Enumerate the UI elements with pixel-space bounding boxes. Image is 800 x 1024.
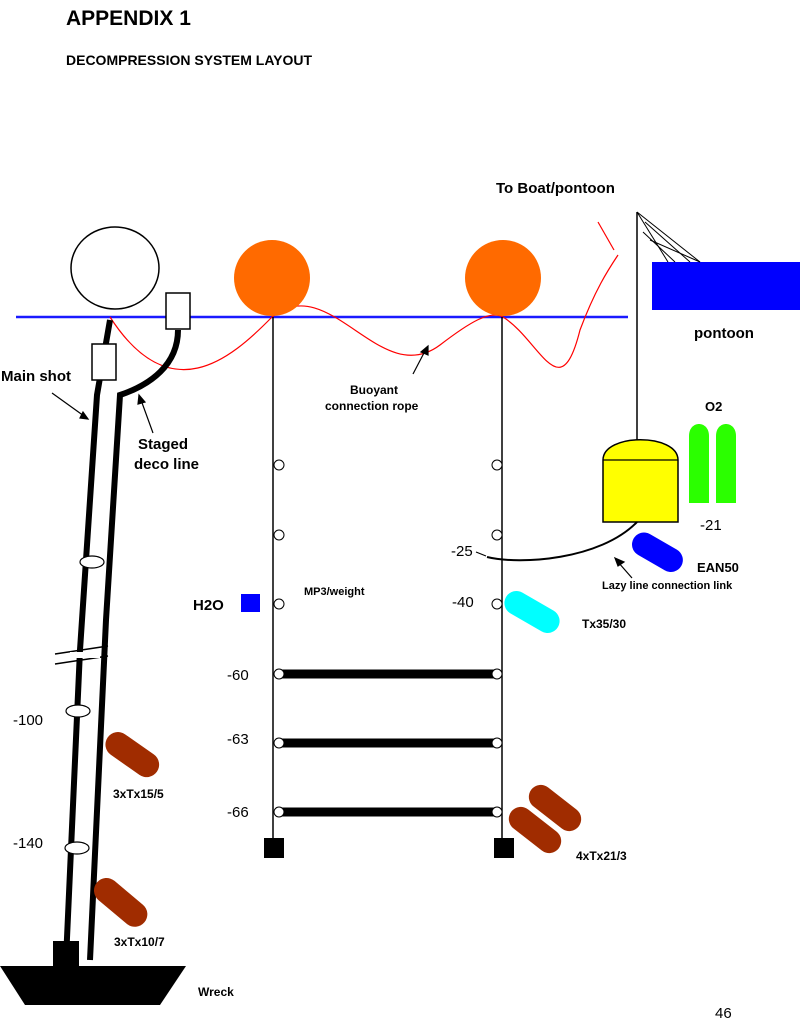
staged-line-float	[165, 292, 191, 330]
shot-weight	[53, 941, 79, 969]
main-shot-buoy	[70, 226, 160, 310]
buoyant-rope-arrow	[412, 344, 429, 375]
station-clip-rings	[273, 459, 503, 818]
deco-station	[602, 439, 679, 523]
wreck	[0, 966, 186, 1005]
buoyant-rope-label-2: connection rope	[325, 399, 419, 413]
staged-deco-label-1: Staged	[138, 436, 189, 453]
shot-ring-2	[65, 704, 91, 718]
mp3-label: MP3/weight	[304, 586, 365, 598]
tx21-cylinder-1	[508, 806, 562, 854]
tx10-label: 3xTx10/7	[114, 935, 165, 949]
deco-buoy-right	[465, 240, 541, 316]
wreck-label: Wreck	[198, 985, 234, 999]
depth-21-label: -21	[700, 517, 722, 534]
line-break-gap	[70, 652, 100, 658]
depth-66-label: -66	[227, 804, 249, 821]
to-boat-label: To Boat/pontoon	[496, 180, 615, 197]
o2-label: O2	[705, 399, 723, 414]
main-shot-label: Main shot	[1, 368, 71, 385]
tx21-cylinder-2	[528, 784, 582, 832]
shot-float-small	[91, 343, 117, 381]
deco-buoy-left	[234, 240, 310, 316]
o2-cylinder-2	[716, 424, 736, 503]
pontoon	[652, 262, 800, 310]
h2o-label: H2O	[193, 597, 224, 614]
tx21-label: 4xTx21/3	[576, 849, 627, 863]
page-title: APPENDIX 1	[66, 7, 191, 30]
page-number: 46	[715, 1005, 732, 1022]
ean50-label: EAN50	[697, 560, 739, 575]
page-subtitle: DECOMPRESSION SYSTEM LAYOUT	[66, 52, 313, 68]
depth-140-label: -140	[13, 835, 44, 852]
h2o-marker	[241, 594, 260, 612]
depth-60-label: -60	[227, 667, 249, 684]
pontoon-label: pontoon	[694, 325, 754, 342]
tx35-label: Tx35/30	[582, 617, 627, 631]
staged-deco-label-2: deco line	[134, 456, 200, 473]
rope-to-boat-arrow	[597, 221, 615, 251]
depth-63-label: -63	[227, 731, 249, 748]
o2-cylinder-1	[689, 424, 709, 503]
staged-line-arrow	[137, 393, 154, 434]
station-weight-left	[264, 838, 284, 858]
lazy-line-arrow	[613, 556, 633, 579]
tx10-cylinder	[94, 877, 148, 927]
tx15-label: 3xTx15/5	[113, 787, 164, 801]
buoyant-rope-label-1: Buoyant	[350, 383, 398, 397]
shot-ring-3	[64, 841, 90, 855]
station-weight-right	[494, 838, 514, 858]
lazy-line	[486, 521, 638, 562]
tx15-cylinder	[105, 732, 160, 778]
shot-ring-1	[79, 555, 105, 569]
pontoon-rigging	[636, 211, 701, 263]
main-shot-arrow	[51, 392, 90, 420]
buoyant-connection-rope	[109, 254, 619, 371]
depth-25-arrow	[475, 551, 487, 557]
depth-40-label: -40	[452, 594, 474, 611]
depth-25-label: -25	[451, 543, 473, 560]
staged-deco-line	[87, 329, 181, 961]
ean50-cylinder	[632, 532, 683, 572]
lazy-line-label: Lazy line connection link	[602, 580, 733, 592]
tx35-cylinder	[504, 591, 560, 633]
depth-100-label: -100	[13, 712, 44, 729]
